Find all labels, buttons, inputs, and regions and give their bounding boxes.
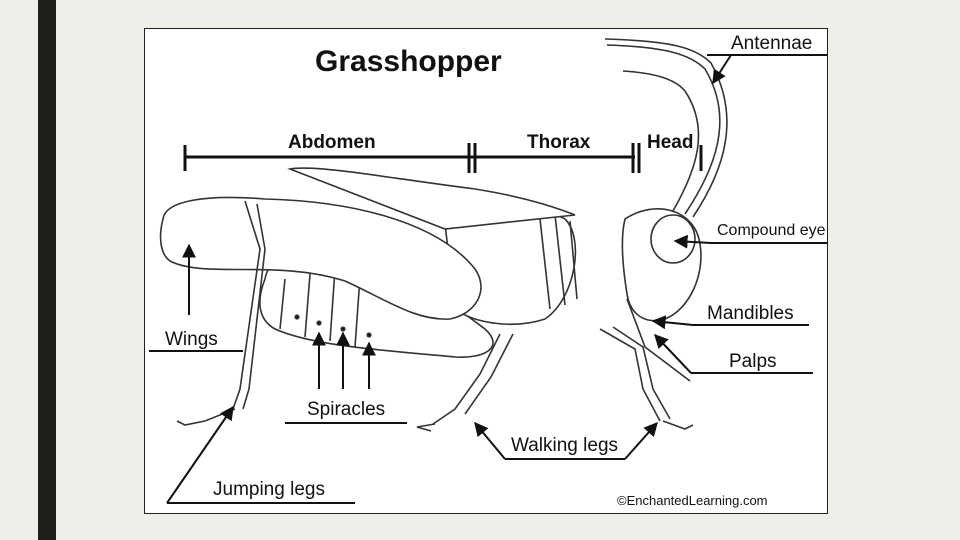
body-section-scale bbox=[185, 143, 701, 173]
label-palps: Palps bbox=[729, 351, 777, 372]
label-wings: Wings bbox=[165, 329, 218, 350]
grasshopper-illustration bbox=[161, 39, 727, 431]
label-mandibles: Mandibles bbox=[707, 303, 794, 324]
label-compound-eye: Compound eye bbox=[717, 222, 826, 239]
label-antennae: Antennae bbox=[731, 33, 812, 54]
slide-accent-bar bbox=[38, 0, 56, 540]
section-label-abdomen: Abdomen bbox=[288, 132, 376, 153]
diagram-frame: Grasshopper Abdomen Thorax Head bbox=[144, 28, 828, 514]
credit-text: ©EnchantedLearning.com bbox=[617, 493, 768, 508]
label-jumping-legs: Jumping legs bbox=[213, 479, 325, 500]
section-label-thorax: Thorax bbox=[527, 132, 591, 153]
label-spiracles: Spiracles bbox=[307, 399, 385, 420]
label-walking-legs: Walking legs bbox=[511, 435, 618, 456]
section-label-head: Head bbox=[647, 132, 693, 153]
grasshopper-diagram: Grasshopper Abdomen Thorax Head bbox=[145, 29, 828, 514]
diagram-title: Grasshopper bbox=[315, 45, 502, 78]
